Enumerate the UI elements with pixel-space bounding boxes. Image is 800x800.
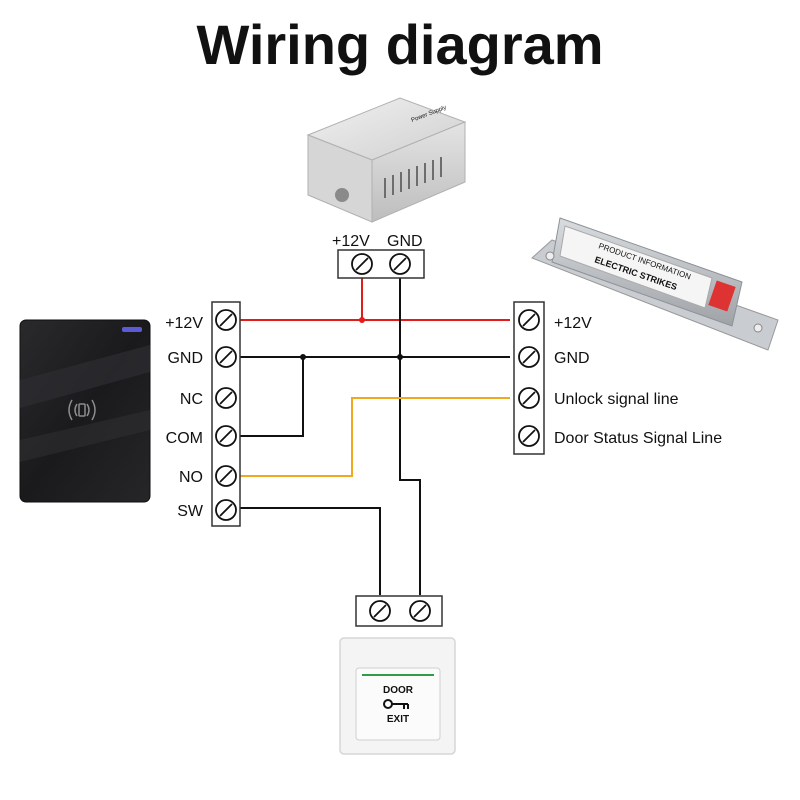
- reader-label-12v: +12V: [165, 315, 203, 332]
- screw-terminal-icon: [215, 499, 237, 521]
- rfid-wave-icon: [68, 399, 96, 421]
- screw-terminal-icon: [215, 387, 237, 409]
- exit-button-text-exit: EXIT: [387, 714, 409, 725]
- reader-label-gnd: GND: [167, 350, 203, 367]
- wire-unlock-signal: [240, 397, 510, 477]
- reader-terminal-block: +12V GND NC COM NO SW: [165, 301, 241, 527]
- key-icon: [383, 699, 409, 709]
- exit-button-device: DOOR EXIT: [339, 637, 456, 755]
- strike-label-12v: +12V: [554, 315, 592, 332]
- screw-terminal-icon: [389, 253, 411, 275]
- rfid-reader-device: [19, 319, 151, 503]
- electric-strike-device: PRODUCT INFORMATION ELECTRIC STRIKES: [531, 217, 779, 351]
- reader-label-nc: NC: [180, 391, 203, 408]
- exit-button-text-door: DOOR: [383, 685, 414, 696]
- reader-label-no: NO: [179, 469, 203, 486]
- screw-terminal-icon: [518, 309, 540, 331]
- strike-label-door-status: Door Status Signal Line: [554, 430, 722, 447]
- screw-terminal-icon: [518, 387, 540, 409]
- junction-dot: [300, 354, 306, 360]
- junction-dot: [359, 317, 365, 323]
- screw-terminal-icon: [215, 425, 237, 447]
- junction-dot: [397, 354, 403, 360]
- screw-terminal-icon: [369, 600, 391, 622]
- screw-terminal-icon: [518, 346, 540, 368]
- screw-terminal-icon: [409, 600, 431, 622]
- power-supply-device: Power Supply: [306, 97, 467, 223]
- exit-button-terminal-block: [355, 595, 443, 627]
- ps-label-12v: +12V: [332, 233, 370, 250]
- wire-power-12v: [240, 278, 510, 321]
- reader-status-led: [122, 327, 142, 332]
- screw-terminal-icon: [518, 425, 540, 447]
- wires: [240, 278, 510, 595]
- ps-label-gnd: GND: [387, 233, 423, 250]
- wire-exit-switch: [240, 507, 381, 595]
- strike-terminal-block: +12V GND Unlock signal line Door Status …: [513, 301, 722, 455]
- screw-terminal-icon: [215, 309, 237, 331]
- power-cable-hole-icon: [335, 188, 349, 202]
- screw-terminal-icon: [215, 465, 237, 487]
- reader-label-sw: SW: [177, 503, 204, 520]
- page-title: Wiring diagram: [196, 13, 604, 76]
- strike-label-gnd: GND: [554, 350, 590, 367]
- screw-terminal-icon: [215, 346, 237, 368]
- wire-ground: [240, 278, 510, 595]
- strike-label-unlock: Unlock signal line: [554, 391, 679, 408]
- power-supply-terminal-block: +12V GND: [332, 233, 425, 279]
- reader-label-com: COM: [166, 430, 203, 447]
- screw-terminal-icon: [351, 253, 373, 275]
